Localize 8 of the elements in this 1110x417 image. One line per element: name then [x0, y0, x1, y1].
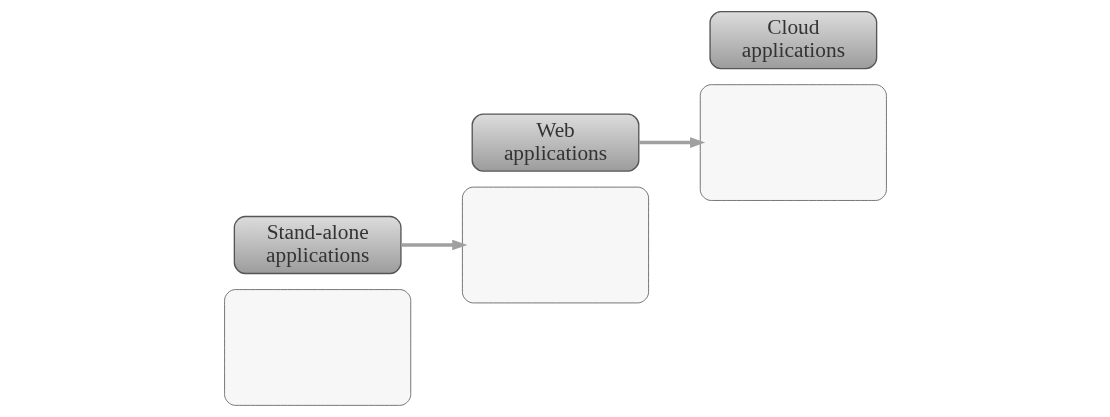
arrow	[638, 137, 705, 148]
node-box: Stand-alone applications	[233, 215, 402, 275]
node-box	[461, 186, 649, 304]
node-box	[223, 289, 411, 406]
arrow	[400, 239, 467, 251]
node-box: Web applications	[471, 113, 639, 172]
node-box	[699, 84, 887, 201]
node-box: Cloud applications	[708, 10, 877, 70]
